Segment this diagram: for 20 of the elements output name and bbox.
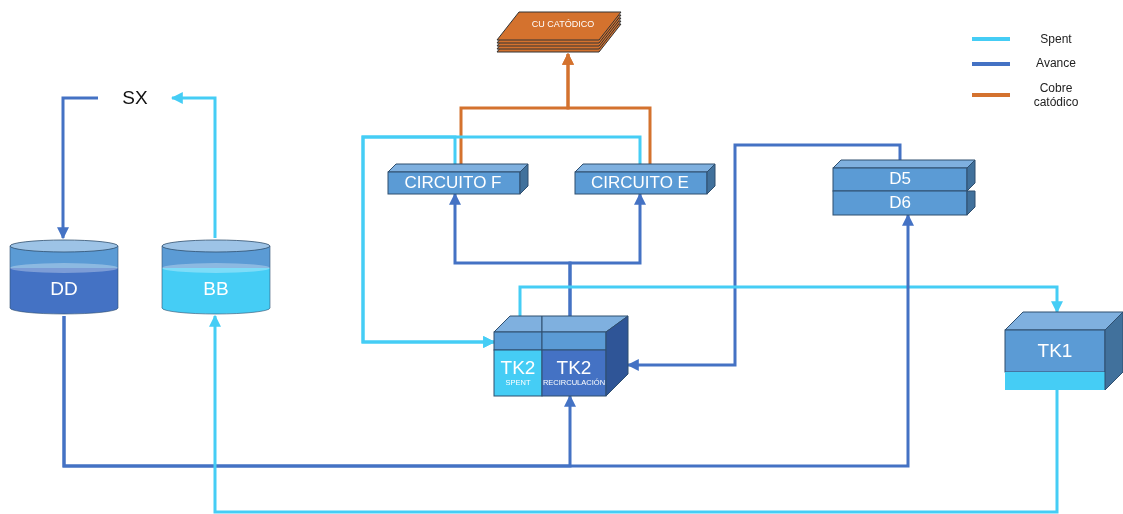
node-label: CIRCUITO E	[591, 173, 689, 193]
node-label: CIRCUITO F	[404, 173, 502, 193]
legend-label: Cobre catódico	[1032, 80, 1080, 110]
legend-label: Avance	[1035, 56, 1077, 71]
node-label: TK1	[1037, 340, 1073, 362]
flow-arrow	[57, 96, 98, 240]
node-label: DD	[50, 278, 78, 300]
flow-arrow	[209, 314, 1059, 514]
node-label: TK2	[556, 358, 592, 379]
node-label: SX	[122, 87, 148, 109]
flow-arrow	[562, 52, 652, 164]
node-label: TK2	[500, 358, 536, 380]
node-label: D6	[889, 193, 911, 213]
node-label: D5	[889, 170, 911, 189]
legend-label: Spent	[1039, 32, 1073, 47]
flow-arrow	[170, 92, 217, 238]
node-label: CU CATÓDICO	[531, 20, 595, 30]
flow-arrow	[518, 285, 1063, 316]
node-label: BB	[203, 278, 229, 300]
flow-arrow	[361, 135, 642, 348]
